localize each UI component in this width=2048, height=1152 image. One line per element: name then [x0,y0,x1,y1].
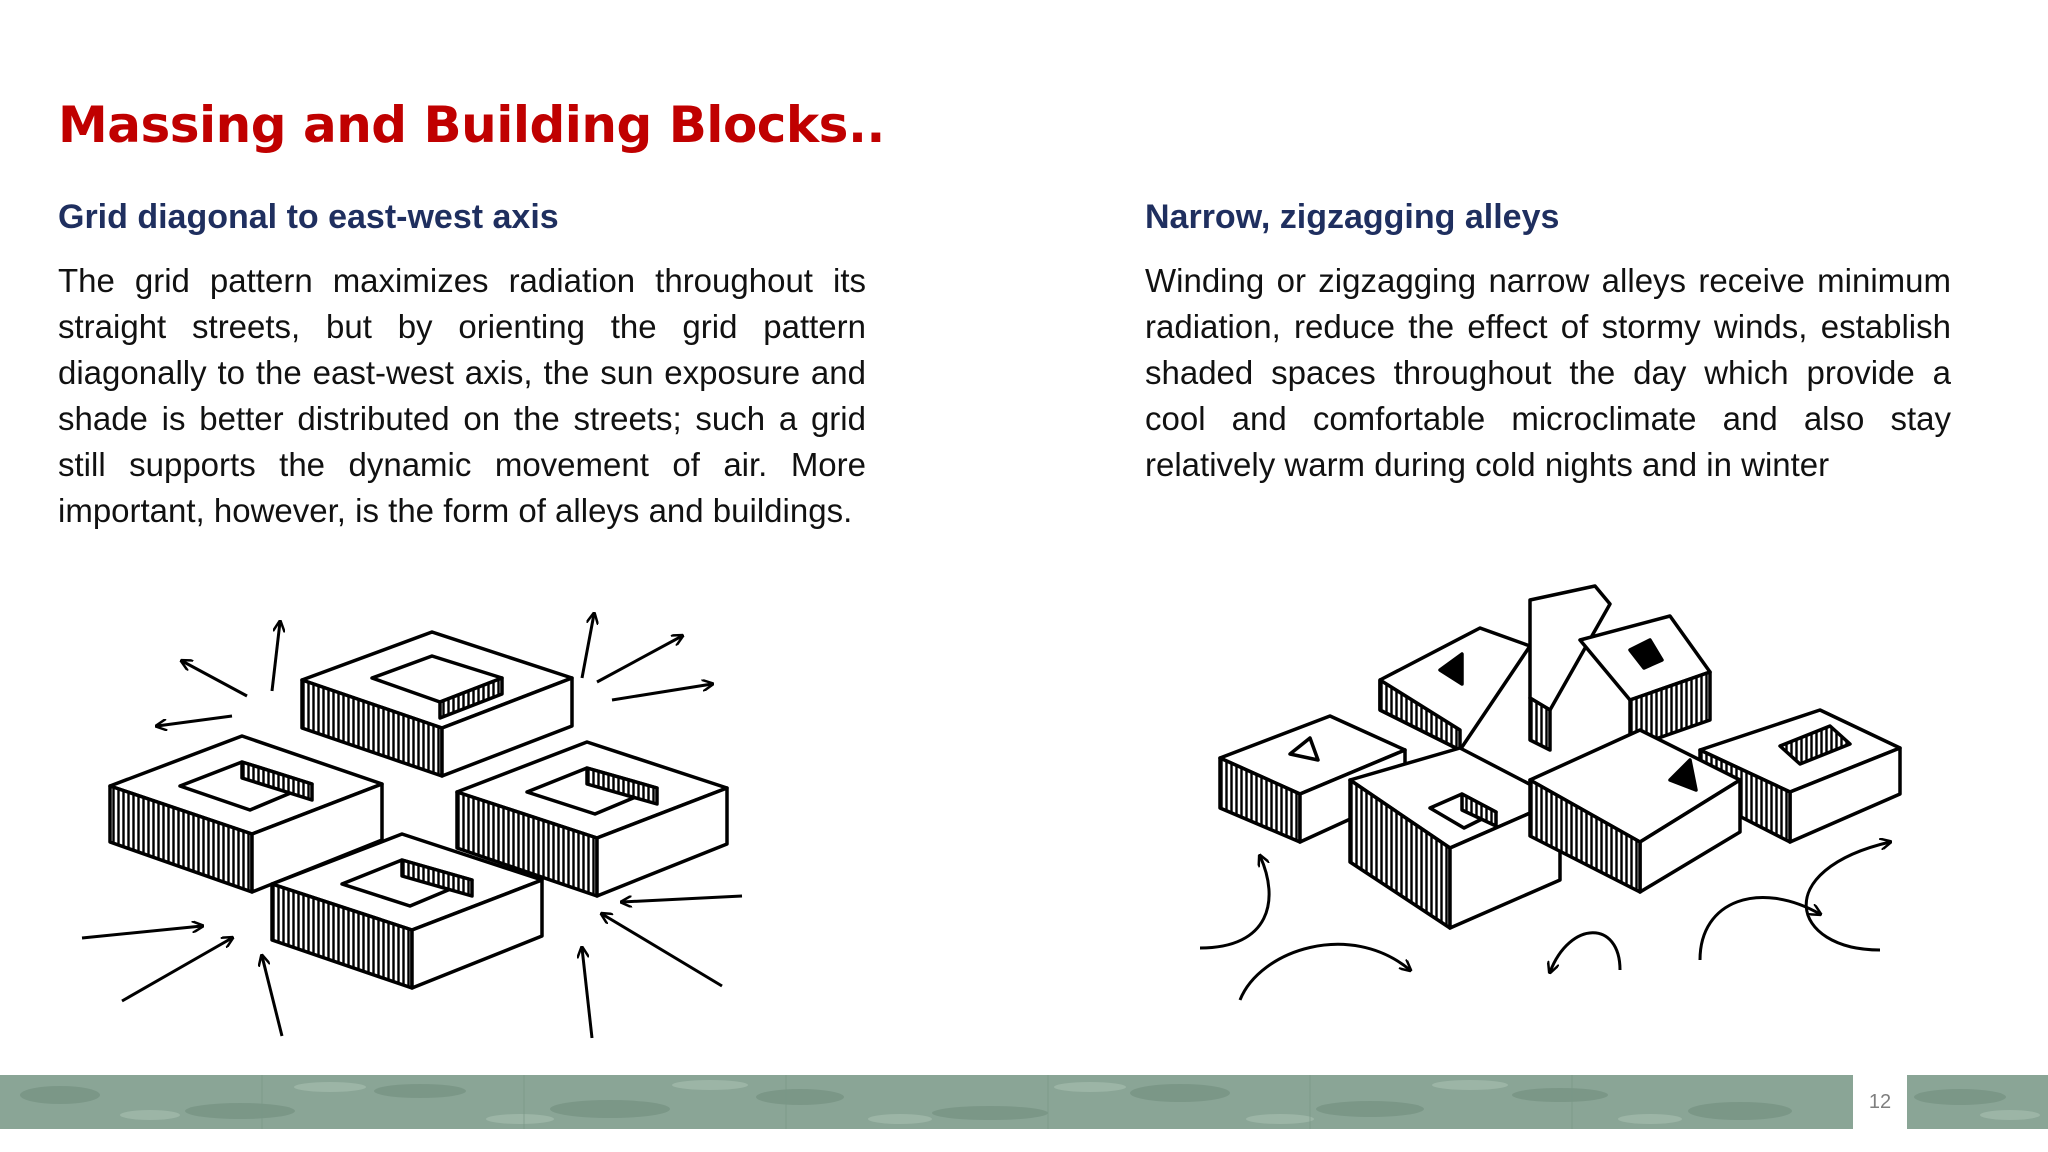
zigzag-alleys-figure [1199,580,1910,1020]
diagonal-grid-courtyard-blocks-icon [81,596,743,1039]
left-body-text: The grid pattern maximizes radiation thr… [58,262,866,529]
left-heading: Grid diagonal to east-west axis [58,198,559,236]
footer-texture-band [0,1075,2048,1129]
block-back [300,630,574,778]
wind-arrows [81,614,743,1039]
block-right [455,740,729,898]
slide-title: Massing and Building Blocks.. [58,96,885,154]
zigzag-alley-blocks-icon [1199,584,1902,1001]
right-heading: Narrow, zigzagging alleys [1145,198,1560,236]
block-front [270,832,544,990]
diagonal-grid-figure [62,596,862,1060]
curving-wind-arrows [1199,842,1890,1001]
block-left [108,734,384,894]
page-number: 12 [1853,1075,1907,1129]
marble-texture-icon [0,1075,2048,1129]
right-body-text: Winding or zigzagging narrow alleys rece… [1145,262,1951,483]
